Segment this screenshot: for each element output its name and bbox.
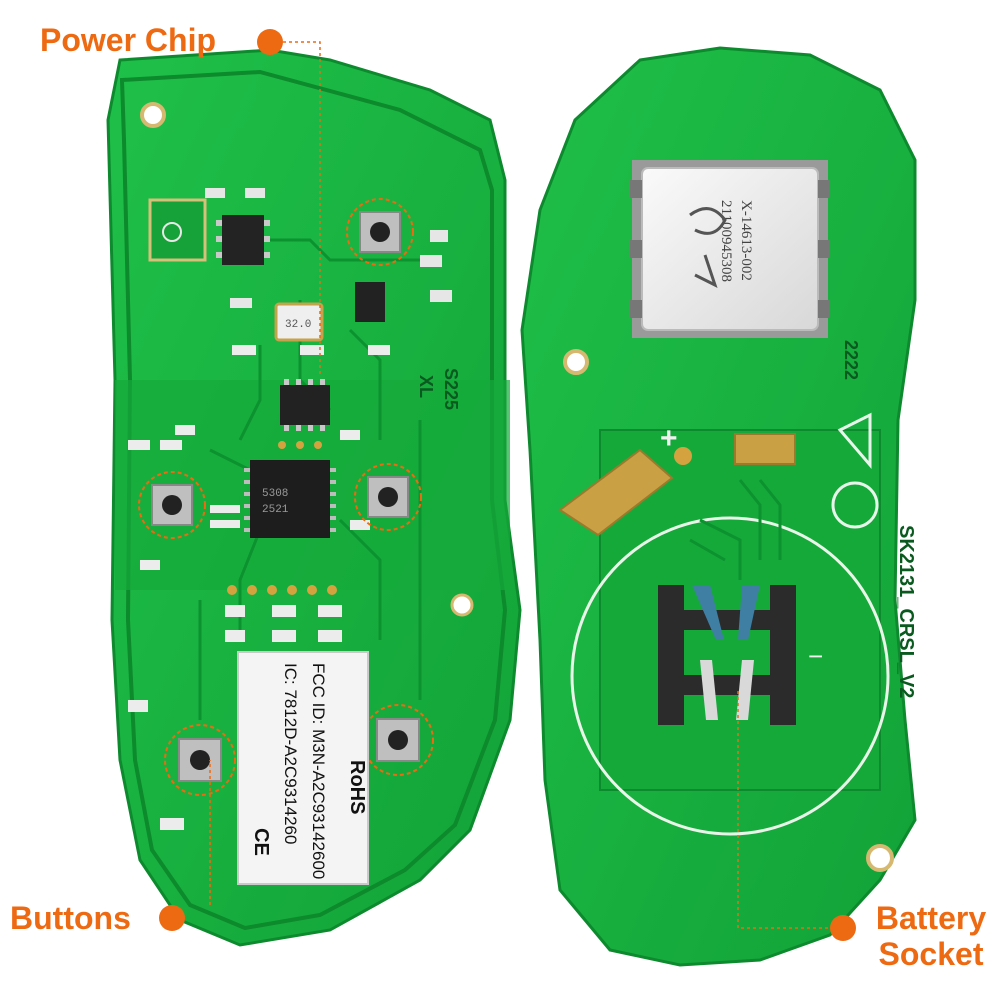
recycle-icon <box>831 481 879 529</box>
label-rohs: RoHS <box>346 760 368 814</box>
logo-icon <box>689 207 727 288</box>
mark-icon <box>837 412 872 470</box>
battery-dot-icon <box>830 915 856 941</box>
left-pcb-board: RoHS FCC ID: M3N-A2C93142600 IC: 7812D-A… <box>106 48 522 947</box>
label-fcc-id: FCC ID: M3N-A2C93142600 <box>309 663 328 879</box>
crystal <box>274 302 324 342</box>
main-ic-chip <box>250 460 330 538</box>
plus-sign: + <box>660 422 678 455</box>
callout-battery-socket: Battery Socket <box>866 900 996 972</box>
battery-tab <box>558 448 674 537</box>
callout-buttons: Buttons <box>10 900 131 936</box>
crystal-marking: 32.0 <box>285 319 311 331</box>
left-silk-code: S225 <box>441 368 461 410</box>
left-silk-code-2: XL <box>416 375 436 398</box>
minus-sign: − <box>808 641 823 671</box>
battery-outline <box>570 516 890 836</box>
chip-marking-2: 2521 <box>262 504 289 516</box>
right-pcb-board: X-14613-002 21100945308 2222 + − <box>520 46 917 967</box>
rf-shield-can: X-14613-002 21100945308 <box>630 160 830 338</box>
right-silk-code: 2222 <box>841 340 861 380</box>
callout-battery-line-1: Battery <box>875 900 987 936</box>
label-ic: IC: 7812D-A2C9314260 <box>281 663 300 844</box>
chip-marking: 5308 <box>262 488 288 500</box>
tactile-buttons <box>138 198 434 796</box>
power-chip-dot-icon <box>257 29 283 55</box>
buttons-dot-icon <box>159 905 185 931</box>
shield-line-2: 21100945308 <box>718 200 734 282</box>
shield-line-1: X-14613-002 <box>738 200 754 281</box>
label-ce: CE <box>250 828 272 856</box>
callout-dots <box>159 29 856 941</box>
mounting-hole <box>563 349 589 375</box>
callout-battery-line-2: Socket <box>878 936 984 972</box>
callout-leaders <box>209 41 840 929</box>
power-chip <box>222 215 264 265</box>
callout-power-chip: Power Chip <box>40 22 217 58</box>
board-model: SK2131_CRSL_V2 <box>895 525 917 698</box>
mounting-hole <box>866 844 894 872</box>
battery-socket <box>658 585 796 725</box>
mounting-hole <box>140 102 166 128</box>
regulatory-label: RoHS FCC ID: M3N-A2C93142600 IC: 7812D-A… <box>237 651 369 885</box>
mounting-hole <box>450 593 474 617</box>
